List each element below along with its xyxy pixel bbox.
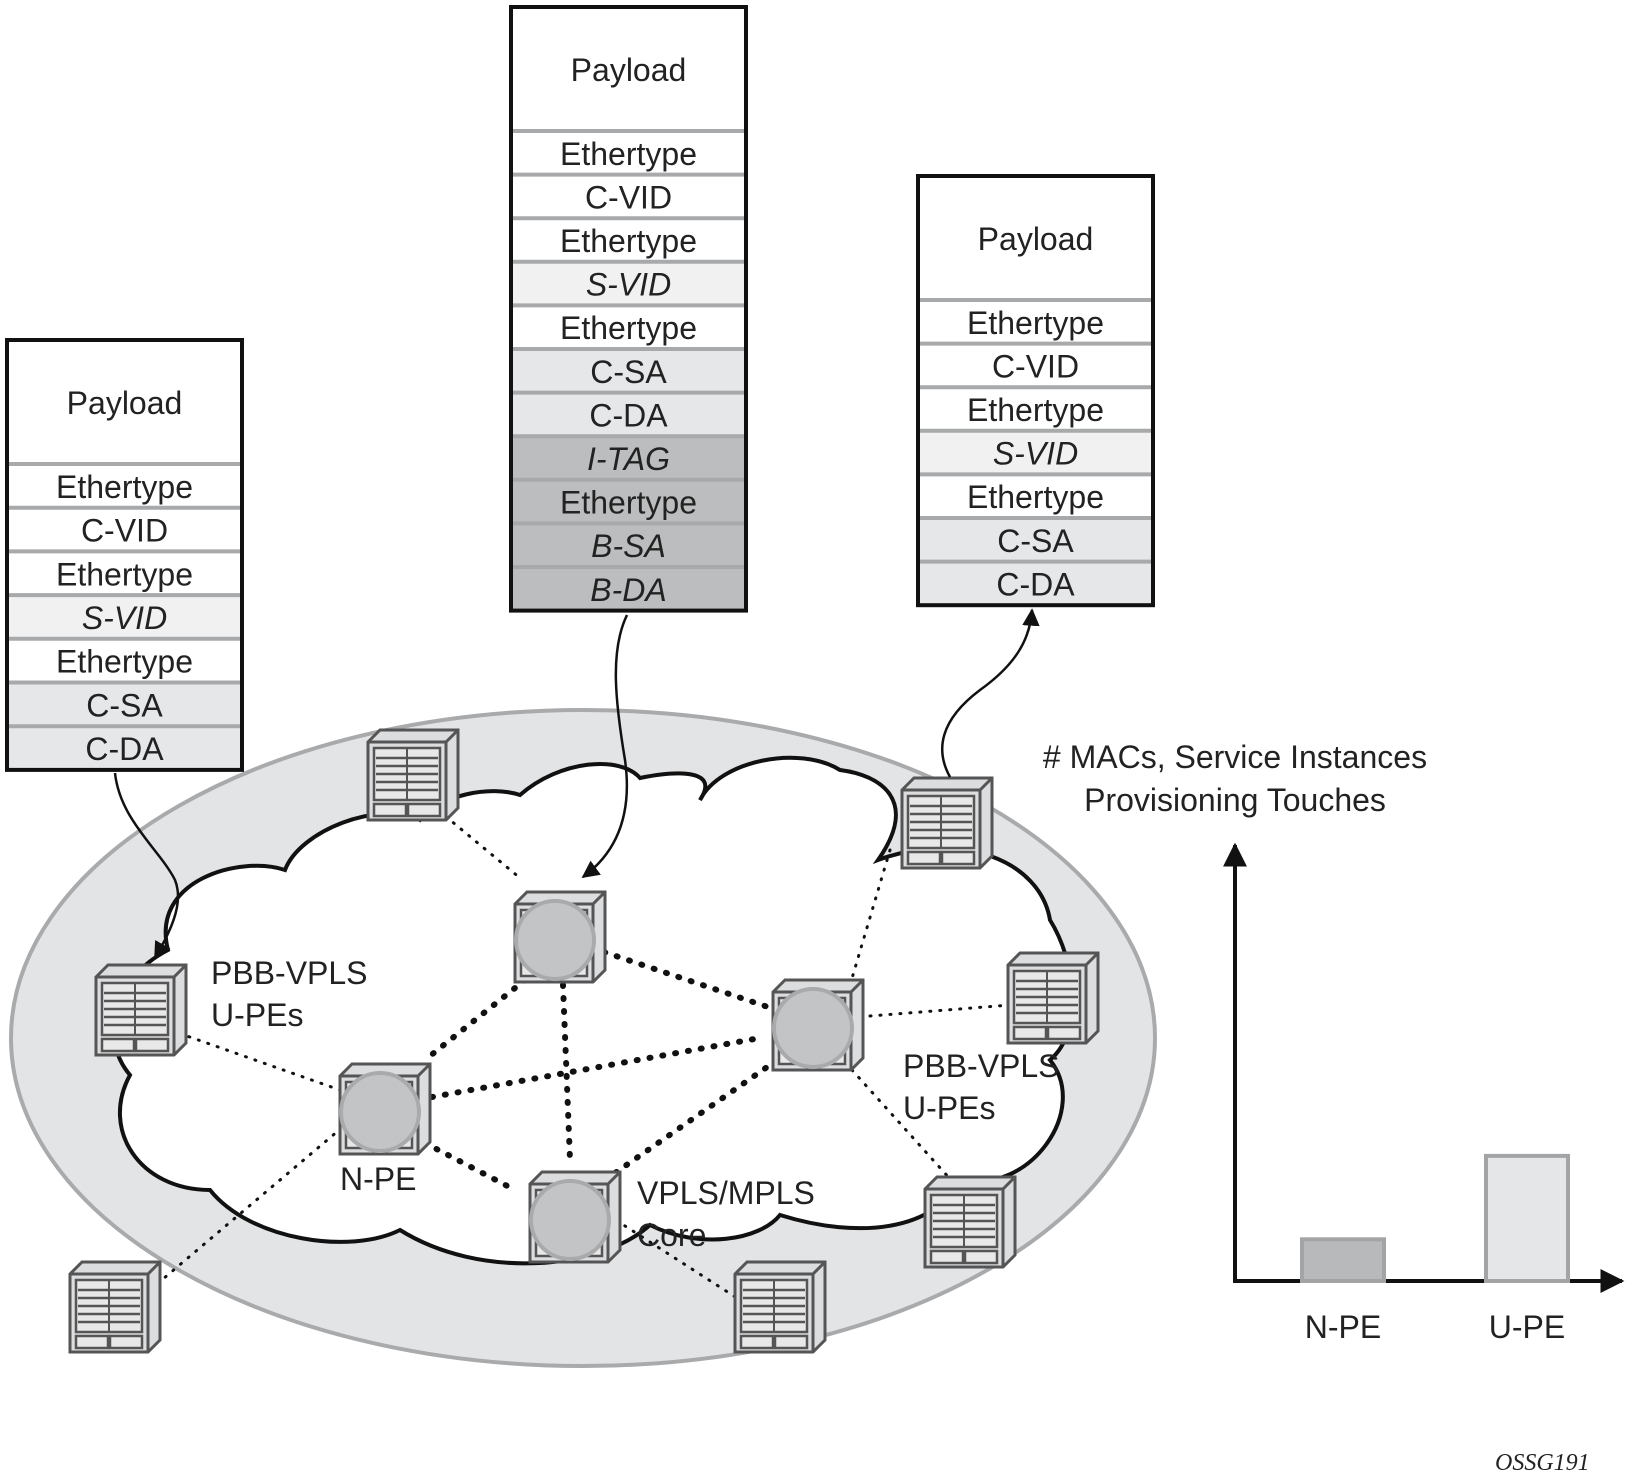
core-mesh-links bbox=[422, 945, 773, 1193]
access-links bbox=[148, 808, 1012, 1302]
header-field-label: B-DA bbox=[590, 572, 666, 608]
bar-u-pe bbox=[1484, 1153, 1570, 1284]
header-field-label: C-SA bbox=[590, 354, 667, 390]
npe-device-bottom bbox=[528, 1170, 622, 1264]
header-field-cell bbox=[7, 464, 242, 508]
stack-border bbox=[5, 338, 244, 772]
frame-stack-left: PayloadEthertypeC-VIDEthertypeS-VIDEther… bbox=[5, 338, 244, 772]
upe-device-bottom bbox=[733, 1260, 827, 1354]
header-field-label: S-VID bbox=[82, 600, 167, 636]
header-field-label: Ethertype bbox=[560, 485, 697, 521]
npe-device-left bbox=[338, 1062, 432, 1156]
header-field-cell bbox=[7, 595, 242, 639]
payload-label: Payload bbox=[571, 52, 687, 88]
header-field-cell bbox=[511, 349, 746, 393]
stack-border bbox=[509, 5, 748, 613]
chart-title-line1: # MACs, Service Instances bbox=[1043, 739, 1427, 775]
header-field-label: Ethertype bbox=[560, 136, 697, 172]
payload-label: Payload bbox=[978, 221, 1094, 257]
chart-title-line2: Provisioning Touches bbox=[1084, 782, 1386, 818]
header-field-label: C-SA bbox=[86, 687, 163, 723]
header-field-cell bbox=[7, 551, 242, 596]
header-field-cell bbox=[918, 518, 1153, 562]
header-field-label: C-VID bbox=[81, 513, 168, 549]
arrow-center-stack-to-npe bbox=[581, 614, 629, 879]
header-field-cell bbox=[511, 305, 746, 349]
header-field-label: Ethertype bbox=[56, 644, 193, 680]
header-field-cell bbox=[7, 638, 242, 683]
header-field-label: C-DA bbox=[996, 566, 1075, 602]
header-field-cell bbox=[511, 392, 746, 437]
header-field-label: C-DA bbox=[85, 731, 164, 767]
upe-device-bottom-left bbox=[68, 1260, 162, 1354]
header-field-cell bbox=[918, 430, 1153, 475]
header-field-label: I-TAG bbox=[587, 441, 670, 477]
core-label-line1: VPLS/MPLS bbox=[637, 1175, 815, 1211]
header-field-cell bbox=[511, 523, 746, 567]
header-field-label: C-DA bbox=[589, 397, 668, 433]
payload-cell bbox=[918, 176, 1153, 300]
header-field-cell bbox=[7, 507, 242, 552]
header-field-label: Ethertype bbox=[560, 223, 697, 259]
header-field-cell bbox=[511, 479, 746, 524]
core-label-line2: Core bbox=[637, 1217, 706, 1253]
header-field-cell bbox=[918, 387, 1153, 431]
payload-cell bbox=[511, 7, 746, 131]
figure-id: OSSG191 bbox=[1495, 1450, 1590, 1476]
frame-stack-center: PayloadEthertypeC-VIDEthertypeS-VIDEther… bbox=[509, 5, 748, 613]
frame-stack-right: PayloadEthertypeC-VIDEthertypeS-VIDEther… bbox=[916, 174, 1155, 608]
bar-n-pe bbox=[1300, 1237, 1386, 1284]
header-field-label: S-VID bbox=[586, 267, 671, 303]
header-field-cell bbox=[7, 726, 242, 770]
upe-device-left bbox=[94, 963, 188, 1057]
header-field-cell bbox=[7, 682, 242, 727]
upe-device-top-right bbox=[900, 776, 994, 870]
header-field-label: Ethertype bbox=[967, 479, 1104, 515]
payload-label: Payload bbox=[67, 385, 183, 421]
header-field-label: Ethertype bbox=[56, 556, 193, 592]
header-field-cell bbox=[918, 474, 1153, 518]
stack-border bbox=[916, 174, 1155, 608]
arrow-left-stack-to-upe bbox=[113, 772, 180, 960]
header-field-cell bbox=[511, 218, 746, 262]
npe-device-right bbox=[771, 978, 865, 1072]
x-tick-label-n-pe: N-PE bbox=[1305, 1309, 1381, 1345]
header-field-label: Ethertype bbox=[56, 469, 193, 505]
upe-device-bottom-right bbox=[923, 1175, 1017, 1269]
arrow-upe-to-right-stack bbox=[941, 608, 1040, 778]
header-field-label: C-SA bbox=[997, 523, 1074, 559]
header-field-label: Ethertype bbox=[967, 305, 1104, 341]
header-field-cell bbox=[511, 131, 746, 175]
header-field-cell bbox=[918, 343, 1153, 388]
header-field-cell bbox=[511, 436, 746, 480]
upe-left-label-line1: PBB-VPLS bbox=[211, 955, 368, 991]
header-field-cell bbox=[511, 261, 746, 306]
payload-cell bbox=[7, 340, 242, 464]
header-field-cell bbox=[511, 567, 746, 611]
upe-right-label-line2: U-PEs bbox=[903, 1090, 995, 1126]
npe-device-top bbox=[513, 890, 607, 984]
header-field-cell bbox=[511, 174, 746, 219]
upe-left-label-line2: U-PEs bbox=[211, 997, 303, 1033]
upe-right-label-line1: PBB-VPLS bbox=[903, 1048, 1060, 1084]
header-field-label: S-VID bbox=[993, 436, 1078, 472]
header-field-cell bbox=[918, 561, 1153, 606]
header-field-label: Ethertype bbox=[560, 310, 697, 346]
header-field-label: C-VID bbox=[992, 348, 1079, 384]
header-field-label: B-SA bbox=[591, 528, 666, 564]
scaling-bar-chart: # MACs, Service Instances Provisioning T… bbox=[1043, 739, 1625, 1345]
header-field-label: Ethertype bbox=[967, 392, 1104, 428]
header-field-label: C-VID bbox=[585, 179, 672, 215]
upe-device-right bbox=[1006, 951, 1100, 1045]
npe-label: N-PE bbox=[340, 1161, 416, 1197]
x-tick-label-u-pe: U-PE bbox=[1489, 1309, 1565, 1345]
upe-device-top-left bbox=[366, 728, 460, 822]
header-field-cell bbox=[918, 300, 1153, 344]
